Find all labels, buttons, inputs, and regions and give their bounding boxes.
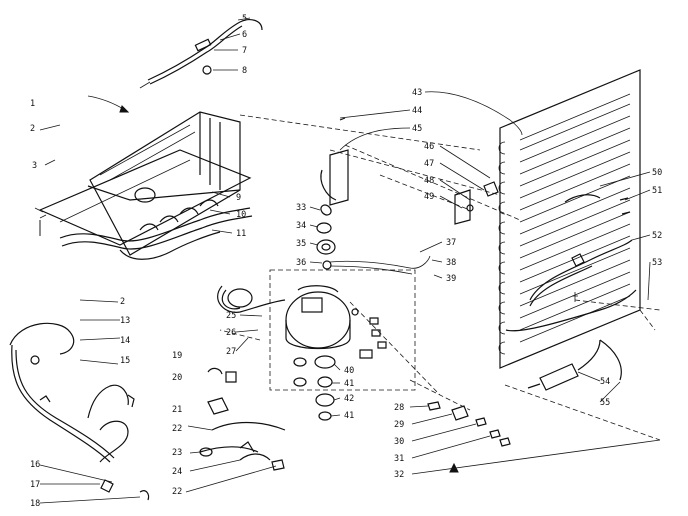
label-8: 8: [242, 66, 247, 76]
label-19: 19: [172, 351, 182, 361]
label-28: 28: [394, 403, 404, 413]
label-46: 46: [424, 142, 434, 152]
hardware-fasteners: [427, 401, 511, 473]
label-49: 49: [424, 192, 434, 202]
label-39: 39: [446, 274, 456, 284]
label-40: 40: [344, 366, 354, 376]
label-38: 38: [446, 258, 456, 268]
label-54: 54: [600, 377, 610, 387]
label-31: 31: [394, 454, 404, 464]
dashed-assembly-lines: [219, 114, 661, 441]
label-50: 50: [652, 168, 662, 178]
label-22-lower: 22: [172, 487, 182, 497]
label-44: 44: [412, 106, 422, 116]
label-41: 41: [344, 379, 354, 389]
damper-bracket: [320, 117, 499, 225]
label-47: 47: [424, 159, 434, 169]
label-37: 37: [446, 238, 456, 248]
label-32: 32: [394, 470, 404, 480]
label-22: 22: [172, 424, 182, 434]
label-55: 55: [600, 398, 610, 408]
label-45: 45: [412, 124, 422, 134]
label-33: 33: [296, 203, 306, 213]
label-26: 26: [226, 328, 236, 338]
label-17: 17: [30, 480, 40, 490]
part-number-labels: 5 6 7 8 1 2 3 9 10 11 2 13 14 15 16 17 1…: [30, 14, 662, 509]
label-10: 10: [236, 210, 246, 220]
label-51: 51: [652, 186, 662, 196]
label-53: 53: [652, 258, 662, 268]
label-23: 23: [172, 448, 182, 458]
label-3: 3: [32, 161, 37, 171]
label-48: 48: [424, 176, 434, 186]
label-30: 30: [394, 437, 404, 447]
capillary-tube-assembly: [139, 19, 263, 89]
label-36: 36: [296, 258, 306, 268]
label-34: 34: [296, 221, 306, 231]
label-14: 14: [120, 336, 130, 346]
label-29: 29: [394, 420, 404, 430]
label-13: 13: [120, 316, 130, 326]
label-18: 18: [30, 499, 40, 509]
label-2-lower: 2: [120, 297, 125, 307]
label-1: 1: [30, 99, 35, 109]
label-11: 11: [236, 229, 246, 239]
drain-tube-assembly: [9, 322, 150, 501]
compressor-assembly: [217, 204, 431, 421]
leader-lines: [39, 17, 661, 504]
label-25: 25: [226, 311, 236, 321]
relay-and-bracket-parts: [199, 367, 286, 471]
label-5: 5: [242, 14, 247, 24]
label-6: 6: [242, 30, 247, 40]
label-24: 24: [172, 467, 182, 477]
label-21: 21: [172, 405, 182, 415]
evaporator-housing: [34, 95, 253, 260]
label-16: 16: [30, 460, 40, 470]
condenser-coil: [498, 69, 641, 369]
label-20: 20: [172, 373, 182, 383]
label-15: 15: [120, 356, 130, 366]
label-42: 42: [344, 394, 354, 404]
label-27: 27: [226, 347, 236, 357]
label-35: 35: [296, 239, 306, 249]
label-7: 7: [242, 46, 247, 56]
label-52: 52: [652, 231, 662, 241]
label-43: 43: [412, 88, 422, 98]
label-2: 2: [30, 124, 35, 134]
label-41-lower: 41: [344, 411, 354, 421]
filter-drier: [527, 339, 622, 391]
label-9: 9: [236, 193, 241, 203]
